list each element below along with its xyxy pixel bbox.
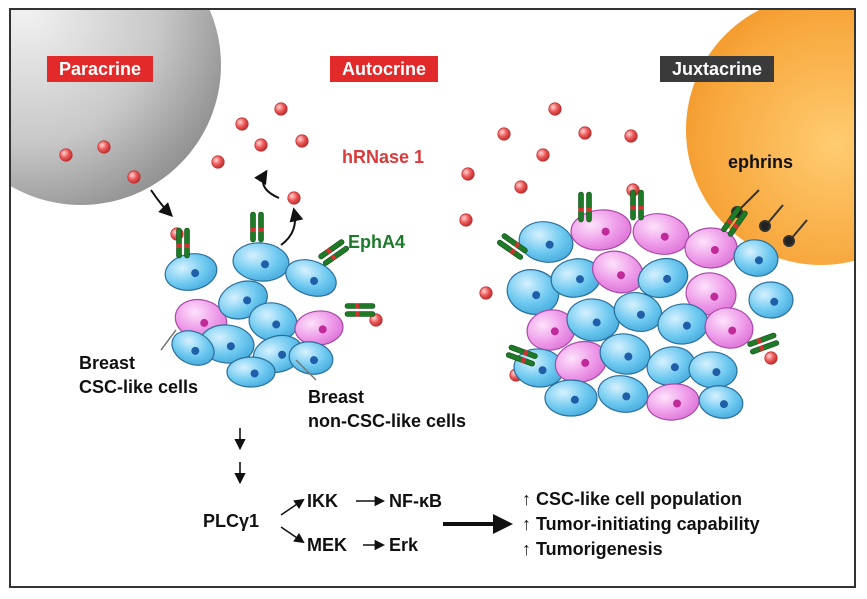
- juxtacrine-tag: Juxtacrine: [660, 56, 775, 82]
- non-csc-like-cell-icon: [597, 375, 649, 413]
- epha4-receptor-icon: [318, 239, 349, 266]
- plcg1-label: PLCγ1: [203, 511, 260, 531]
- csc-like-cell-icon: [684, 227, 738, 269]
- non-csc-like-cell-icon: [513, 348, 565, 388]
- epha4-receptor-icon: [747, 332, 780, 355]
- left-cell-cluster: [164, 242, 344, 388]
- non-csc-like-cell-icon: [599, 333, 651, 375]
- csc-like-cell-icon: [632, 213, 690, 255]
- autocrine-out-arrow: [280, 207, 304, 246]
- right-cell-cluster: [506, 209, 794, 421]
- ikk-label: IKK: [307, 491, 338, 511]
- non-csc-like-cell-icon: [226, 356, 276, 388]
- ephrins-label: ephrins: [728, 152, 794, 172]
- hrnase1-ligand-icon: [578, 126, 592, 140]
- outcome-3: ↑ Tumorigenesis: [522, 539, 663, 559]
- hrnase1-ligand-icon: [479, 286, 493, 300]
- hrnase1-ligand-icon: [295, 134, 309, 148]
- hrnase1-ligand-icon: [514, 180, 528, 194]
- csc-like-cell-icon: [646, 383, 700, 421]
- noncsc-label-line2: non-CSC-like cells: [308, 411, 467, 431]
- mek-label: MEK: [307, 535, 347, 555]
- non-csc-like-cell-icon: [748, 281, 794, 319]
- hrnase1-ligand-icon: [497, 127, 511, 141]
- hrnase1-ligand-icon: [211, 155, 225, 169]
- hrnase1-ligand-icon: [254, 138, 268, 152]
- plc-to-ikk-arrow: [280, 498, 305, 516]
- csc-like-cell-icon: [685, 272, 737, 316]
- outcome-1: ↑ CSC-like cell population: [522, 489, 743, 509]
- csc-label-line2: CSC-like cells: [79, 377, 199, 397]
- autocrine-loop-arrow: [254, 169, 280, 199]
- non-csc-like-cell-icon: [646, 346, 696, 386]
- non-csc-like-cell-icon: [285, 259, 337, 297]
- non-csc-like-cell-icon: [518, 221, 574, 263]
- epha4-receptor-icon: [344, 303, 376, 317]
- csc-like-cell-icon: [704, 307, 754, 349]
- hrnase1-ligand-icon: [97, 140, 111, 154]
- epha4-receptor-icon: [578, 191, 592, 223]
- non-csc-like-cell-icon: [288, 341, 334, 375]
- epha4-receptor-icon: [505, 344, 538, 367]
- autocrine-tag: Autocrine: [330, 56, 439, 82]
- juxtacrine-cell-icon: [686, 10, 854, 265]
- erk-label: Erk: [389, 535, 419, 555]
- epha4-receptor-icon: [176, 227, 190, 259]
- non-csc-like-cell-icon: [637, 257, 689, 299]
- paracrine-cell-icon: [11, 10, 221, 205]
- non-csc-like-cell-icon: [506, 269, 560, 315]
- hrnase1-ligand-icon: [624, 129, 638, 143]
- csc-like-cell-icon: [570, 209, 632, 251]
- paracrine-tag: Paracrine: [47, 56, 154, 82]
- hrnase1-ligand-icon: [59, 148, 73, 162]
- paracrine-arrow: [150, 189, 173, 217]
- hrnase1-ligand-icon: [764, 351, 778, 365]
- non-csc-like-cell-icon: [232, 242, 290, 282]
- hrnase1-label: hRNase 1: [342, 147, 425, 167]
- hrnase1-ligand-icon: [536, 148, 550, 162]
- hrnase1-ligand-icon: [461, 167, 475, 181]
- hrnase1-ligand-icon: [235, 117, 249, 131]
- hrnase1-ligand-icon: [548, 102, 562, 116]
- non-csc-like-cell-icon: [733, 239, 779, 277]
- epha4-receptor-icon: [250, 211, 264, 243]
- noncsc-pointer-line: [295, 359, 317, 381]
- non-csc-like-cell-icon: [171, 330, 215, 366]
- outcome-2: ↑ Tumor-initiating capability: [522, 514, 760, 534]
- csc-label-line1: Breast: [79, 353, 136, 373]
- non-csc-like-cell-icon: [688, 351, 738, 389]
- epha4-receptor-icon: [497, 233, 528, 260]
- epha4-receptor-icons: [176, 189, 780, 367]
- hrnase1-ligand-icon: [369, 313, 383, 327]
- nfkb-label: NF-κB: [389, 491, 443, 511]
- hrnase1-ligand-icon: [459, 213, 473, 227]
- ephrin-ligand-icons: [731, 189, 808, 247]
- hrnase1-ligand-icon: [127, 170, 141, 184]
- non-csc-like-cell-icon: [164, 253, 218, 291]
- figure-frame: Paracrine Autocrine Juxtacrine hRNase 1 …: [9, 8, 856, 588]
- plc-to-mek-arrow: [280, 526, 305, 544]
- csc-like-cell-icon: [294, 310, 344, 346]
- epha4-receptor-icon: [721, 206, 748, 237]
- csc-like-cell-icon: [592, 250, 644, 294]
- non-csc-like-cell-icon: [698, 385, 744, 419]
- epha4-label: EphA4: [348, 232, 406, 252]
- noncsc-label-line1: Breast: [308, 387, 365, 407]
- hrnase1-ligand-icon: [274, 102, 288, 116]
- epha4-receptor-icon: [630, 189, 644, 221]
- non-csc-like-cell-icon: [544, 379, 598, 417]
- csc-pointer-line: [160, 329, 177, 351]
- hrnase1-ligand-icon: [287, 191, 301, 205]
